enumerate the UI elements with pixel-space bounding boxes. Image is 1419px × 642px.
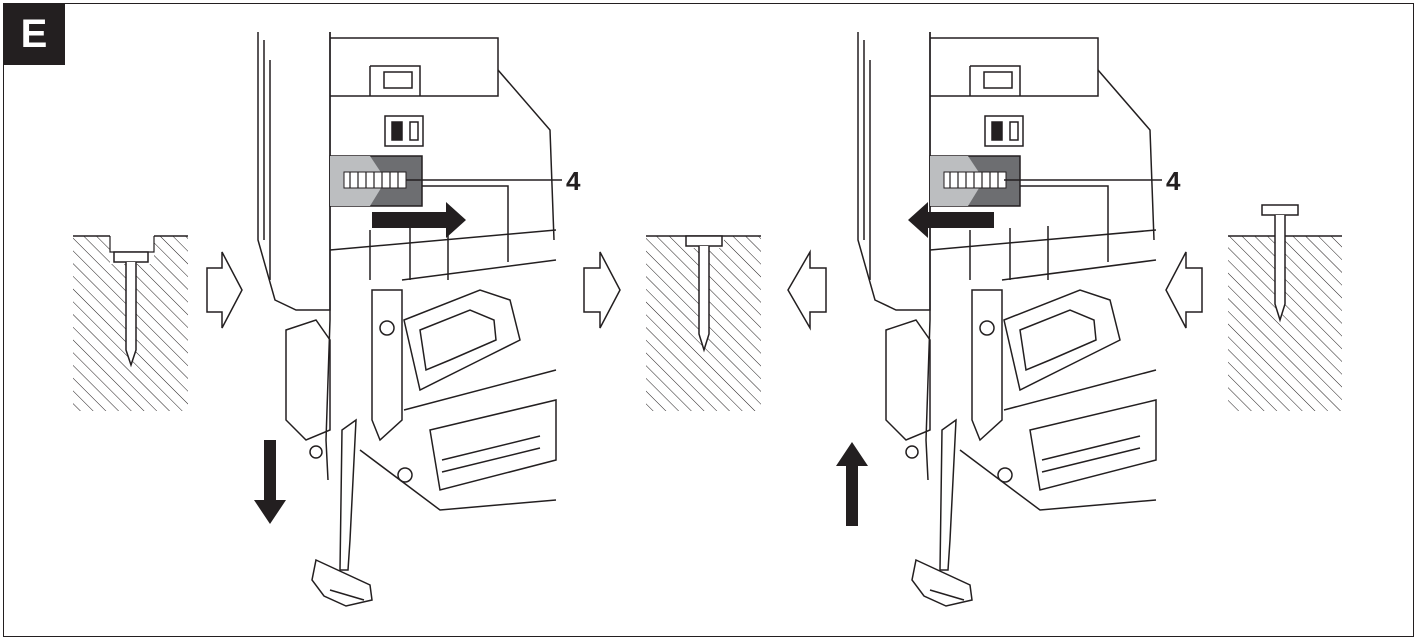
nail-flush	[685, 235, 723, 353]
callout-4-right: 4	[1166, 166, 1181, 196]
callout-4-left: 4	[566, 166, 581, 196]
figure-frame	[3, 3, 1414, 637]
right-outline-arrow	[206, 251, 243, 329]
nailer-tool-right	[857, 32, 1157, 607]
nail-protruding	[1261, 204, 1299, 323]
left-outline-arrow	[1165, 251, 1203, 329]
nail-countersunk	[113, 251, 149, 368]
left-arrow	[908, 202, 994, 238]
right-outline-arrow	[583, 251, 621, 329]
depth-slider-right	[929, 155, 1021, 207]
right-arrow	[372, 202, 466, 238]
depth-slider-left	[329, 155, 423, 207]
figure-label: E	[3, 3, 65, 65]
down-arrow	[254, 440, 286, 524]
left-outline-arrow	[787, 249, 827, 331]
nailer-tool-left	[257, 32, 557, 607]
up-arrow	[836, 442, 868, 526]
